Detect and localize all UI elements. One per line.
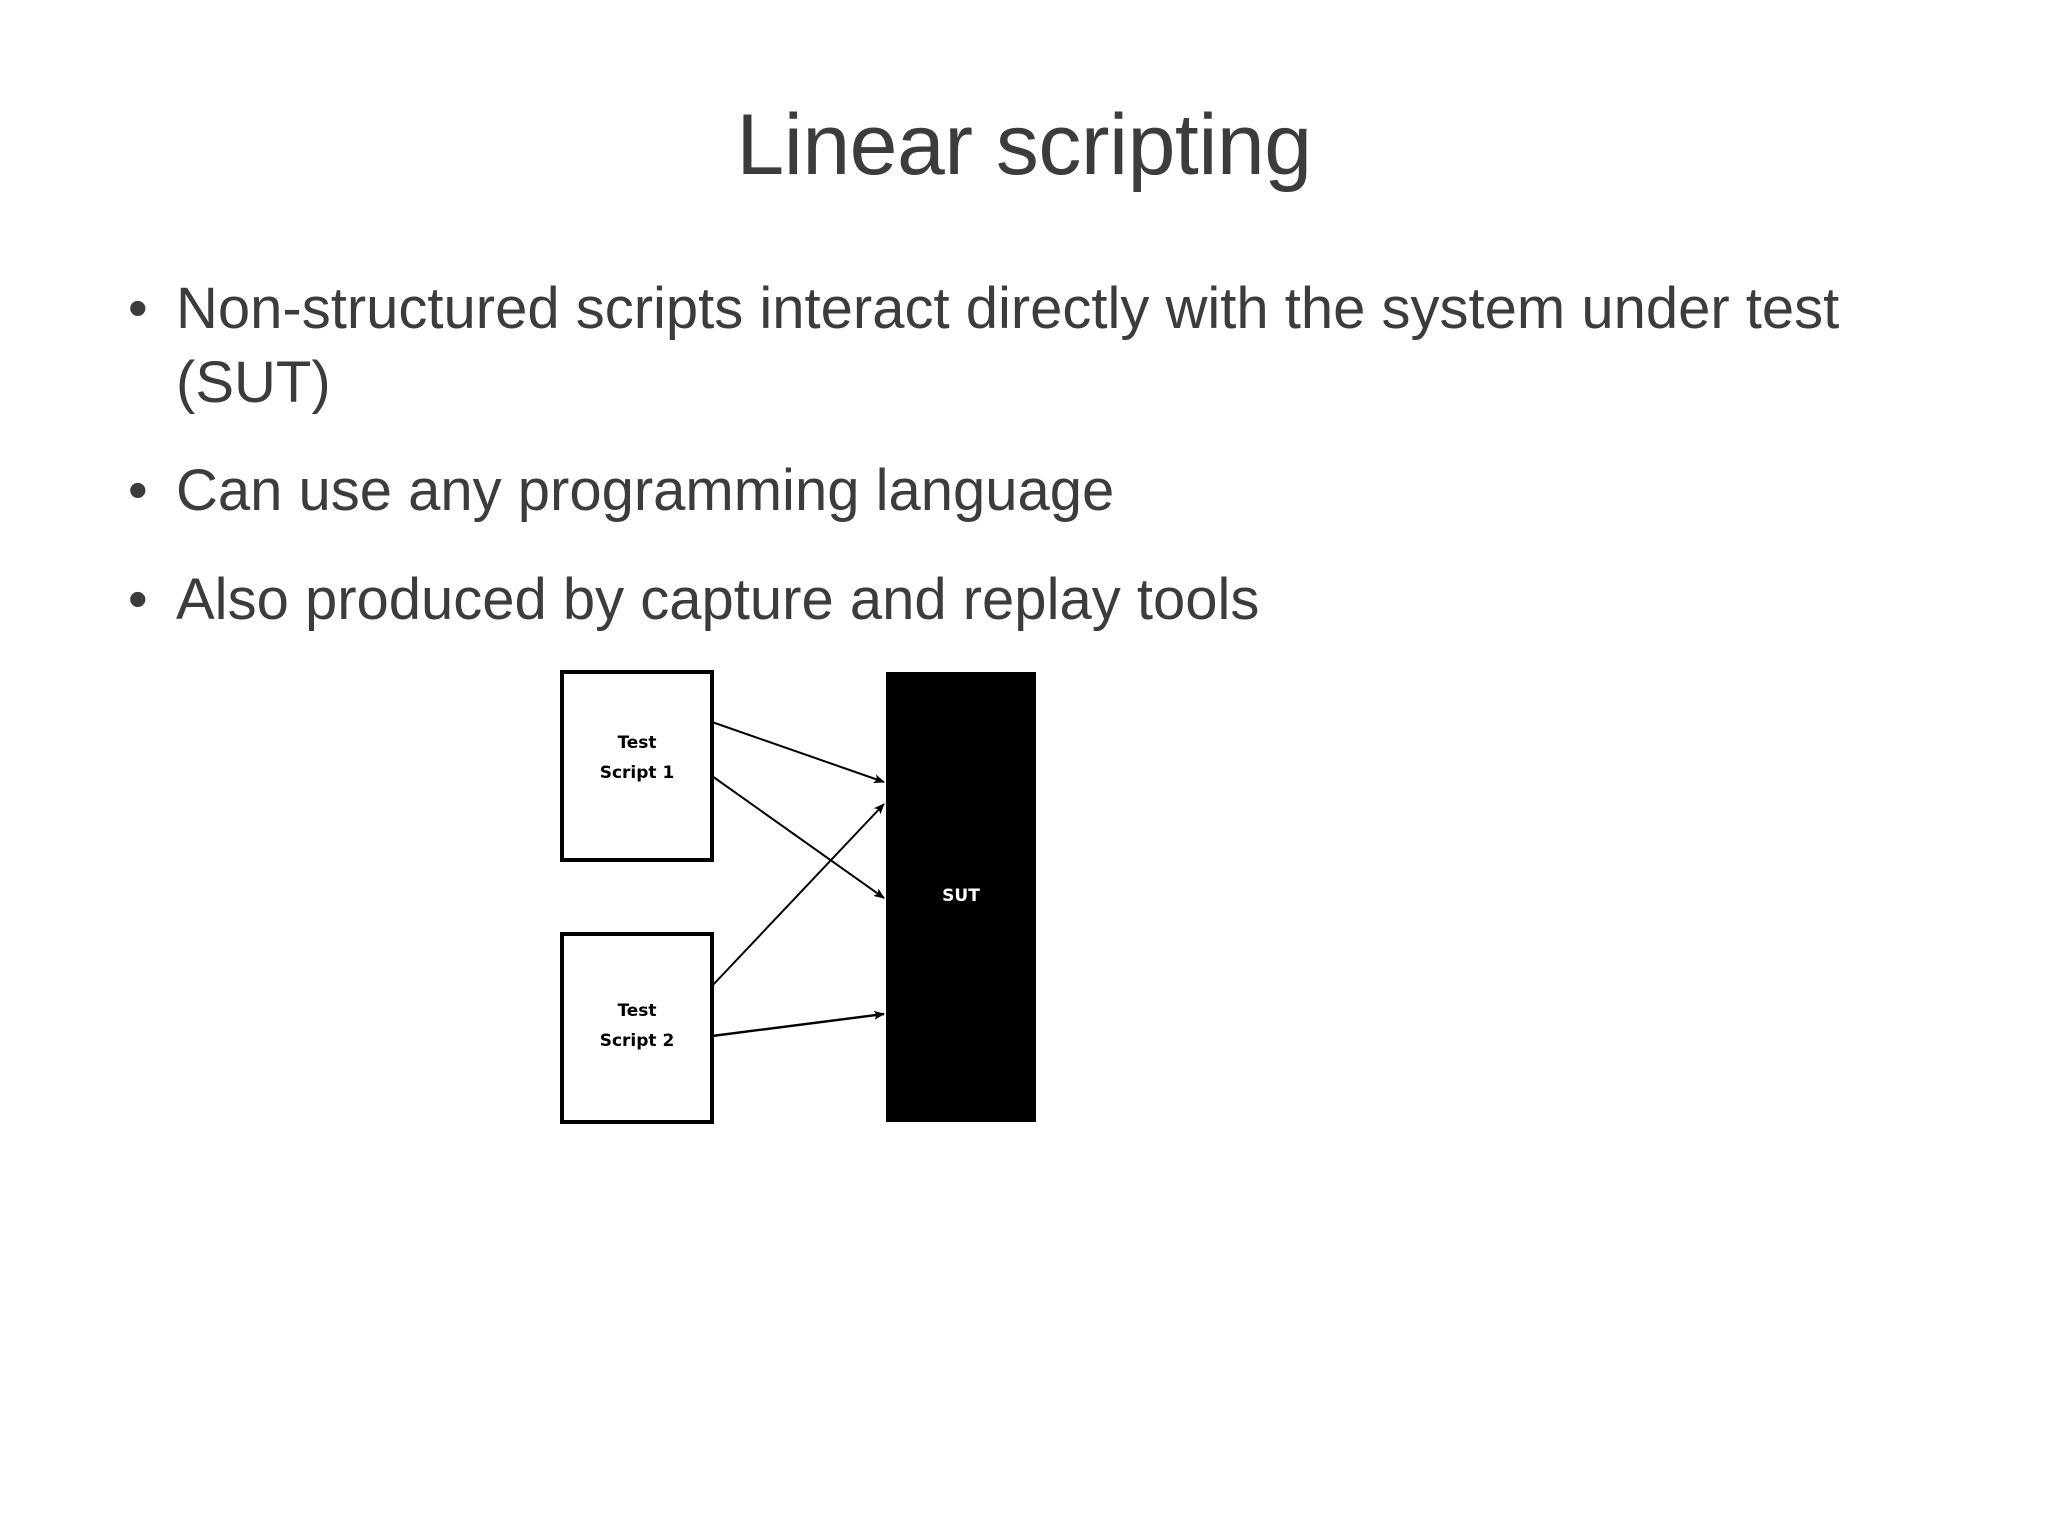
list-item: • Also produced by capture and replay to… [118, 563, 1948, 637]
sut-label: SUT [942, 886, 980, 906]
bullet-text: Non-structured scripts interact directly… [176, 276, 1840, 416]
test-script-1-box [560, 670, 714, 862]
bullet-marker-icon: • [128, 566, 148, 630]
test-scripts-to-sut-diagram: SUT Test Script 1 Test Script 2 [556, 664, 1056, 1134]
test-script-2-box [560, 932, 714, 1124]
list-item: • Non-structured scripts interact direct… [118, 272, 1948, 420]
arrow-script2-to-sut-a [711, 803, 885, 987]
list-item: • Can use any programming language [118, 454, 1948, 528]
test-script-2-label-line2: Script 2 [600, 1031, 675, 1051]
arrow-script1-to-sut-a [711, 721, 885, 783]
bullet-text: Can use any programming language [176, 458, 1115, 524]
page-title: Linear scripting [736, 97, 1312, 193]
arrow-script1-to-sut-b [711, 775, 885, 899]
sut-block [886, 672, 1036, 1122]
bullet-list: • Non-structured scripts interact direct… [118, 272, 1948, 671]
bullet-marker-icon: • [128, 458, 148, 522]
test-script-1-label-line1: Test [617, 733, 656, 753]
test-script-2-label-line1: Test [617, 1001, 656, 1021]
bullet-text: Also produced by capture and replay tool… [176, 566, 1260, 632]
test-script-1-label-line2: Script 1 [600, 763, 675, 783]
arrow-script2-to-sut-b [711, 1010, 885, 1038]
bullet-marker-icon: • [128, 276, 148, 339]
